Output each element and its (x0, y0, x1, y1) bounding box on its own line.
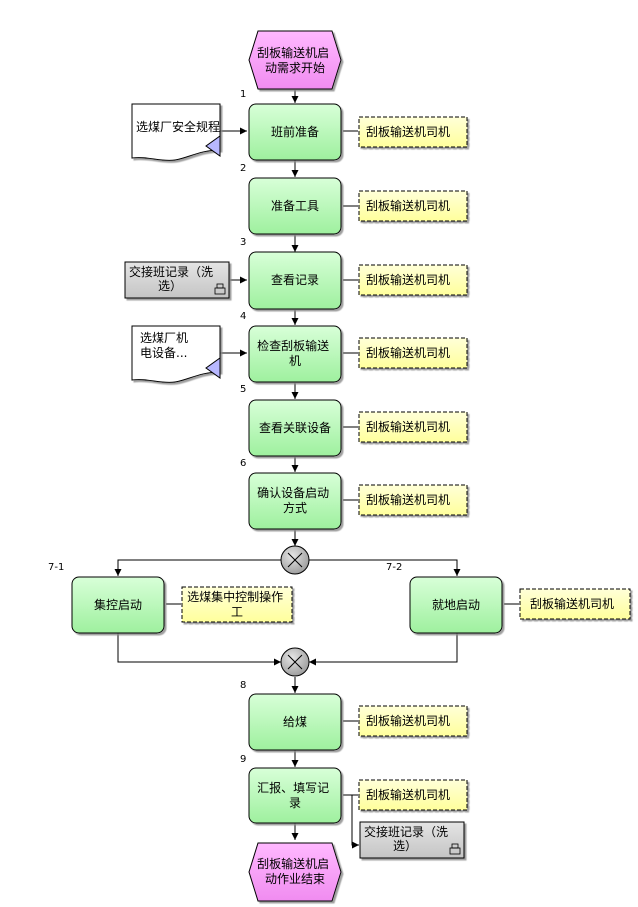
record-label: 选） (158, 279, 182, 293)
record-label: 交接班记录（洗 (129, 264, 213, 279)
end-event[interactable]: 刮板输送机启 动作业结束 (248, 842, 342, 902)
svg-text:刮板输送机启 动需求开始: 刮板输送机启 动需求开始 (257, 45, 333, 75)
document-corner-icon (205, 135, 221, 157)
role-box[interactable]: 刮板输送机司机 (358, 484, 468, 516)
task-label: 查看关联设备 (259, 421, 331, 435)
step-number: 6 (240, 458, 246, 469)
role-label: 工 (231, 605, 243, 619)
task-label: 汇报、填写记 (257, 780, 329, 795)
record-output[interactable]: 交接班记录（洗 选） (359, 821, 465, 859)
role-label: 刮板输送机司机 (366, 345, 450, 360)
document-label: 选煤厂机 (140, 331, 188, 345)
start-event-label: 刮板输送机启 (257, 45, 329, 60)
role-box[interactable]: 刮板输送机司机 (358, 116, 468, 148)
printer-icon (214, 283, 226, 295)
role-box[interactable]: 刮板输送机司机 (358, 264, 468, 296)
task-step-3[interactable]: 查看记录 (248, 251, 342, 310)
task-label: 录 (289, 796, 301, 810)
role-label: 选煤集中控制操作 (187, 589, 283, 604)
task-step-6[interactable]: 确认设备启动 方式 (248, 472, 342, 530)
printer-icon (449, 843, 461, 855)
step-number: 1 (240, 89, 246, 100)
svg-text:刮板输送机启 动作业结束: 刮板输送机启 动作业结束 (257, 856, 333, 886)
role-box[interactable]: 选煤集中控制操作 工 (181, 586, 293, 623)
join-gateway[interactable] (280, 647, 310, 677)
role-box[interactable]: 刮板输送机司机 (358, 337, 468, 369)
task-step-5[interactable]: 查看关联设备 (248, 399, 342, 457)
document-label: 选煤厂安全规程 (136, 119, 220, 134)
task-step-1[interactable]: 班前准备 (248, 103, 342, 161)
role-label: 刮板输送机司机 (366, 198, 450, 213)
xor-icon (287, 654, 303, 670)
record-label: 交接班记录（洗 (364, 824, 448, 839)
task-label: 班前准备 (271, 124, 319, 139)
task-label: 准备工具 (271, 199, 319, 213)
step-number: 8 (240, 680, 246, 691)
svg-text:交接班记录（洗 选）: 交接班记录（洗 选） (364, 824, 452, 853)
role-box[interactable]: 刮板输送机司机 (358, 190, 468, 222)
record-input[interactable]: 交接班记录（洗 选） (124, 261, 230, 299)
document-input[interactable]: 选煤厂安全规程 (131, 103, 221, 161)
end-event-label: 动作业结束 (265, 872, 325, 886)
role-label: 刮板输送机司机 (366, 492, 450, 507)
role-label: 刮板输送机司机 (366, 713, 450, 728)
start-event[interactable]: 刮板输送机启 动需求开始 (248, 30, 342, 90)
role-box[interactable]: 刮板输送机司机 (519, 588, 631, 620)
document-label: 电设备... (140, 346, 187, 360)
split-gateway[interactable] (280, 545, 310, 575)
role-label: 刮板输送机司机 (366, 419, 450, 434)
step-number: 7-2 (386, 562, 402, 573)
role-label: 刮板输送机司机 (366, 124, 450, 139)
step-number: 4 (240, 311, 246, 322)
step-number: 3 (240, 237, 246, 248)
svg-text:交接班记录（洗 选）: 交接班记录（洗 选） (129, 264, 217, 293)
step-numbers: 1 2 3 4 5 6 7-1 7-2 8 9 (48, 89, 402, 765)
task-label: 集控启动 (94, 597, 142, 612)
task-label: 确认设备启动 (257, 486, 329, 500)
connectors (114, 90, 519, 849)
end-event-label: 刮板输送机启 (257, 856, 329, 871)
task-label: 方式 (283, 500, 307, 515)
svg-text:选煤厂机 电设备...: 选煤厂机 电设备... (140, 331, 192, 360)
task-step-7-1[interactable]: 集控启动 (71, 576, 165, 634)
svg-text:检查刮板输送 机: 检查刮板输送 机 (257, 338, 333, 368)
step-number: 9 (240, 754, 246, 765)
role-label: 刮板输送机司机 (366, 787, 450, 802)
task-label: 查看记录 (271, 273, 319, 287)
svg-text:汇报、填写记 录: 汇报、填写记 录 (257, 780, 333, 810)
role-box[interactable]: 刮板输送机司机 (358, 779, 468, 811)
start-event-label: 动需求开始 (265, 61, 325, 75)
document-input[interactable]: 选煤厂机 电设备... (131, 325, 221, 383)
task-step-9[interactable]: 汇报、填写记 录 (248, 767, 342, 824)
task-step-4[interactable]: 检查刮板输送 机 (248, 325, 342, 383)
task-step-7-2[interactable]: 就地启动 (409, 576, 503, 634)
svg-text:确认设备启动 方式: 确认设备启动 方式 (257, 486, 333, 515)
role-box[interactable]: 刮板输送机司机 (358, 411, 468, 443)
role-label: 刮板输送机司机 (366, 272, 450, 287)
task-step-2[interactable]: 准备工具 (248, 177, 342, 235)
document-corner-icon (205, 357, 221, 379)
step-number: 5 (240, 384, 246, 395)
record-label: 选） (393, 839, 417, 853)
role-box[interactable]: 刮板输送机司机 (358, 705, 468, 737)
task-label: 机 (289, 354, 301, 368)
svg-text:选煤集中控制操作 工: 选煤集中控制操作 工 (187, 589, 287, 619)
role-label: 刮板输送机司机 (530, 596, 614, 611)
task-label: 就地启动 (432, 598, 480, 612)
xor-icon (287, 552, 303, 568)
task-step-8[interactable]: 给煤 (248, 693, 342, 751)
step-number: 7-1 (48, 562, 64, 573)
step-number: 2 (240, 163, 246, 174)
task-label: 给煤 (283, 715, 307, 729)
task-label: 检查刮板输送 (257, 338, 329, 353)
